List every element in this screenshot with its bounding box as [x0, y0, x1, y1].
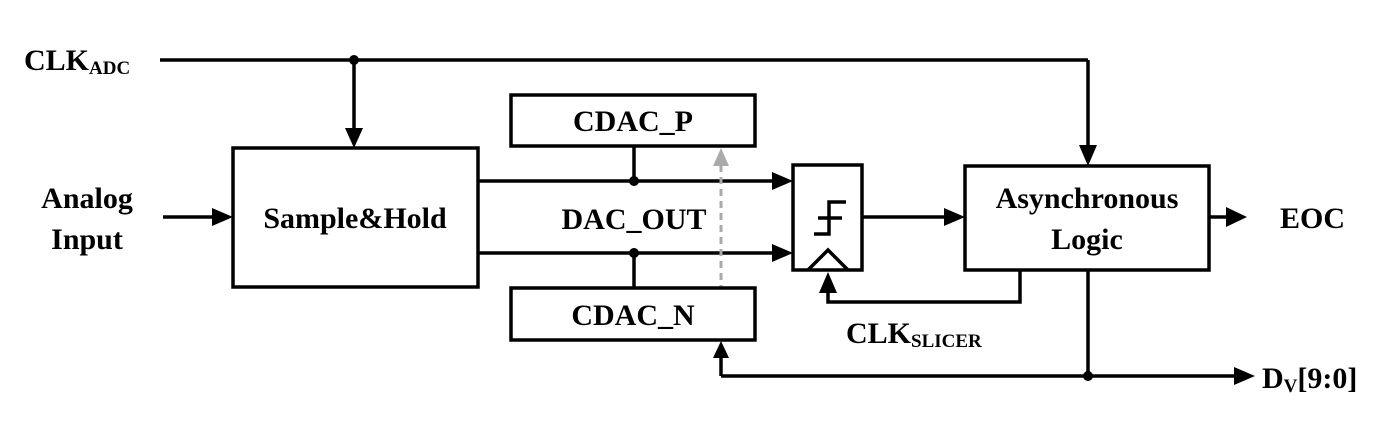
slicer-clock-triangle-icon — [806, 247, 850, 272]
slicer-out-arrow — [944, 208, 965, 226]
clk-adc-junction — [349, 55, 359, 65]
cdac-p-label: CDAC_P — [573, 105, 693, 138]
clk-slicer-wire — [826, 270, 1022, 304]
clk-adc-arrow-logic — [1079, 145, 1097, 166]
analog-input-label-line1: Analog — [41, 182, 133, 215]
dac-out-label: DAC_OUT — [561, 203, 706, 236]
dv-to-cdac-n-arrow — [713, 341, 729, 358]
async-logic-label-line1: Asynchronous — [996, 182, 1179, 215]
cdac-n-block — [509, 286, 757, 342]
dac-out-p-arrow — [772, 172, 793, 190]
eoc-arrow — [1226, 207, 1247, 227]
dv-arrow — [1234, 367, 1255, 385]
async-logic-label-line2: Logic — [1051, 223, 1123, 256]
eoc-label: EOC — [1280, 202, 1345, 235]
dv-junction — [1083, 371, 1093, 381]
clk-slicer-label: CLKSLICER — [846, 317, 982, 352]
cdac-p-block — [509, 93, 757, 148]
sample-hold-label: Sample&Hold — [263, 202, 447, 235]
sample-hold-block — [231, 146, 480, 289]
dac-out-n-arrow — [772, 244, 793, 262]
cdac-n-junction — [629, 248, 639, 258]
analog-input-arrow — [212, 208, 233, 226]
async-logic-block — [963, 164, 1211, 272]
dv-to-cdac-p-arrow — [713, 148, 729, 166]
cdac-n-label: CDAC_N — [571, 299, 695, 332]
clk-adc-label: CLKADC — [24, 44, 130, 79]
clk-slicer-arrow — [819, 272, 837, 293]
dv-label: DV[9:0] — [1262, 362, 1357, 397]
clk-adc-arrow-sh — [345, 128, 363, 148]
analog-input-label-line2: Input — [51, 223, 123, 256]
cdac-p-junction — [629, 176, 639, 186]
slicer-block — [791, 163, 864, 272]
